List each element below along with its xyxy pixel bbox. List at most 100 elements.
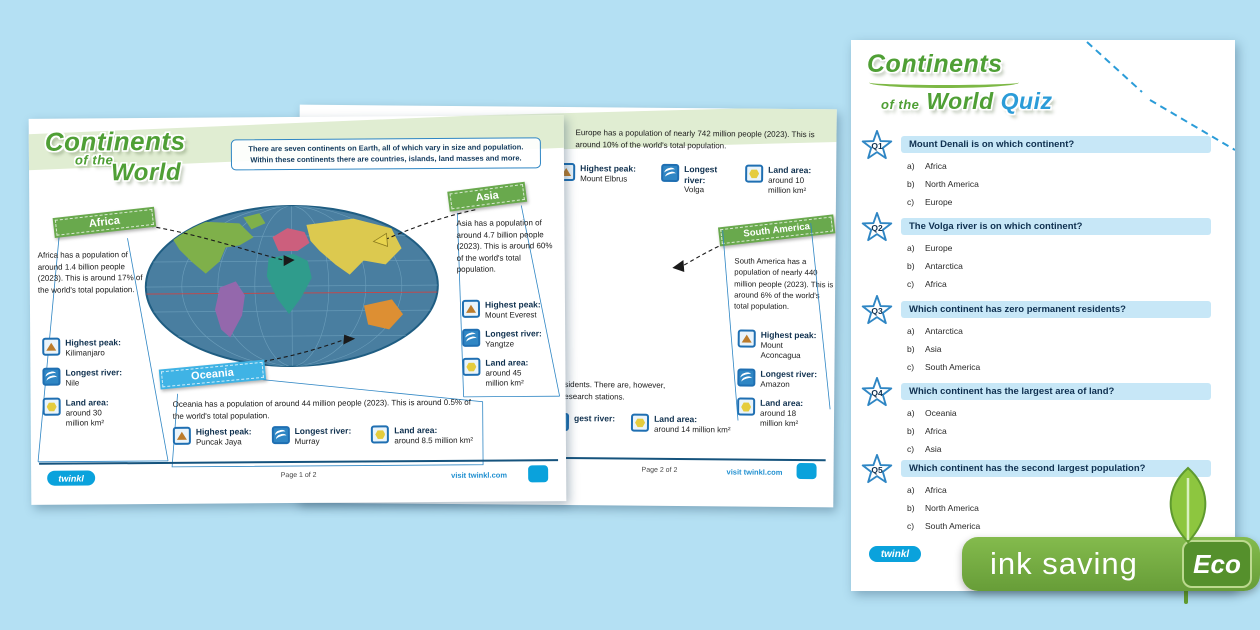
stat-longest-river: Longest river: Nile (42, 367, 122, 389)
south-america-shape (214, 281, 245, 338)
ink-saving-banner: ink saving Eco (962, 537, 1260, 591)
quiz-question-3: Q3 Which continent has zero permanent re… (861, 295, 1211, 377)
leaf-icon (1169, 466, 1207, 544)
stat-value: Yangtze (485, 339, 515, 349)
question-text: Which continent has the second largest p… (901, 460, 1211, 477)
eco-badge: Eco (1182, 540, 1252, 588)
question-text: Which continent has zero permanent resid… (901, 301, 1211, 318)
fact-sheet-page-1[interactable]: Continents of the World There are seven … (28, 115, 567, 505)
option-letter: a) (907, 408, 915, 418)
ink-saving-label: ink saving (990, 546, 1138, 581)
visit-link: visit twinkl.com (451, 470, 508, 480)
question-text: Which continent has the largest area of … (901, 383, 1211, 400)
option-text: Asia (925, 444, 942, 454)
quiz-option: c) Africa (907, 276, 947, 292)
quiz-option: b) North America (907, 176, 979, 192)
quiz-option: a) Europe (907, 240, 952, 256)
page-number: Page 2 of 2 (641, 466, 678, 474)
option-text: South America (925, 362, 981, 372)
question-text: Mount Denali is on which continent? (901, 136, 1211, 153)
option-letter: a) (907, 485, 915, 495)
stat-label: Land area: (485, 357, 529, 368)
stat-value: Murray (294, 436, 320, 446)
quiz-question-2: Q2 The Volga river is on which continent… (861, 212, 1211, 294)
quiz-question-5: Q5 Which continent has the second larges… (861, 454, 1211, 536)
option-text: North America (925, 503, 979, 513)
stat-label: Highest peak: (484, 299, 541, 310)
option-letter: c) (907, 279, 915, 289)
quiz-option: c)South America (907, 518, 980, 534)
option-text: Africa (925, 279, 947, 289)
stat-label: Land area: (65, 397, 109, 408)
stat-label: Longest river: (65, 367, 123, 378)
mountain-icon (172, 426, 191, 445)
twinkl-logo: twinkl (869, 546, 921, 562)
option-letter: b) (907, 503, 915, 513)
question-badge: Q5 (861, 454, 893, 486)
stat-land-area: Land area: around 8.5 million km² (371, 425, 473, 447)
option-text: Europe (925, 243, 953, 253)
callout-lines-page2 (672, 223, 831, 421)
stat-label: Longest river: (485, 328, 542, 339)
question-badge: Q3 (861, 295, 893, 327)
quiz-option: a)Africa (907, 158, 947, 174)
option-letter: c) (907, 197, 915, 207)
hexagon-area-icon (42, 397, 61, 416)
asia-description: Asia has a population of around 4.7 bill… (456, 218, 553, 275)
river-icon (271, 426, 290, 445)
option-text: Antarctica (925, 326, 963, 336)
option-text: Antarctica (925, 261, 963, 271)
quiz-option: a) Oceania (907, 405, 957, 421)
option-letter: a) (907, 326, 915, 336)
quiz-option: b)Asia (907, 341, 942, 357)
hexagon-area-icon (371, 425, 390, 444)
quiz-option: c) Europe (907, 194, 952, 210)
quiz-question-4: Q4 Which continent has the largest area … (861, 377, 1211, 459)
africa-description: Africa has a population of around 1.4 bi… (37, 250, 143, 295)
stat-label: Highest peak: (195, 426, 252, 437)
title-line-1: Continents (867, 50, 1003, 78)
option-text: Africa (925, 426, 947, 436)
yellow-arrowhead (372, 232, 389, 247)
quiz-sheet[interactable]: Continents of the World Quiz Q1 Mount De… (851, 40, 1235, 591)
africa-shape (266, 254, 312, 315)
option-letter: c) (907, 444, 915, 454)
stat-highest-peak: Highest peak: Puncak Jaya (172, 426, 252, 448)
option-letter: b) (907, 426, 915, 436)
title-swoosh (869, 77, 1019, 88)
twinkl-badge-icon (528, 465, 549, 483)
stat-land-area: Land area: around 45 million km² (462, 357, 542, 389)
oceania-shape (363, 299, 404, 330)
quiz-option: b) North America (907, 500, 979, 516)
option-text: Europe (925, 197, 953, 207)
stat-value: Nile (65, 378, 80, 388)
option-letter: b) (907, 179, 915, 189)
stat-value: Mount Everest (485, 309, 537, 320)
greenland-shape (243, 213, 266, 230)
stat-longest-river: Longest river: Murray (271, 426, 352, 448)
visit-link: visit twinkl.com (726, 467, 783, 477)
fact-sheet-page-2[interactable]: Europe has a population of nearly 742 mi… (296, 104, 837, 508)
stat-longest-river: Longest river: Yangtze (462, 328, 542, 350)
europe-shape (272, 228, 310, 252)
stat-land-area: Land area: around 30 million km² (42, 397, 123, 429)
option-letter: c) (907, 521, 915, 531)
stat-value: around 30 million km² (65, 408, 105, 428)
question-badge: Q4 (861, 377, 893, 409)
oceania-description: Oceania has a population of around 44 mi… (172, 397, 471, 421)
option-letter: b) (907, 261, 915, 271)
option-text: Asia (925, 344, 942, 354)
quiz-question-1: Q1 Mount Denali is on which continent? a… (861, 130, 1211, 212)
eco-badge-label: Eco (1193, 548, 1241, 579)
question-text: The Volga river is on which continent? (901, 218, 1211, 235)
question-badge: Q2 (861, 212, 893, 244)
option-text: Oceania (925, 408, 957, 418)
question-badge: Q1 (861, 130, 893, 162)
mountain-icon (42, 337, 61, 356)
option-letter: a) (907, 243, 915, 253)
stat-value: Kilimanjaro (65, 347, 105, 358)
option-text: Africa (925, 161, 947, 171)
option-text: North America (925, 179, 979, 189)
option-letter: c) (907, 362, 915, 372)
